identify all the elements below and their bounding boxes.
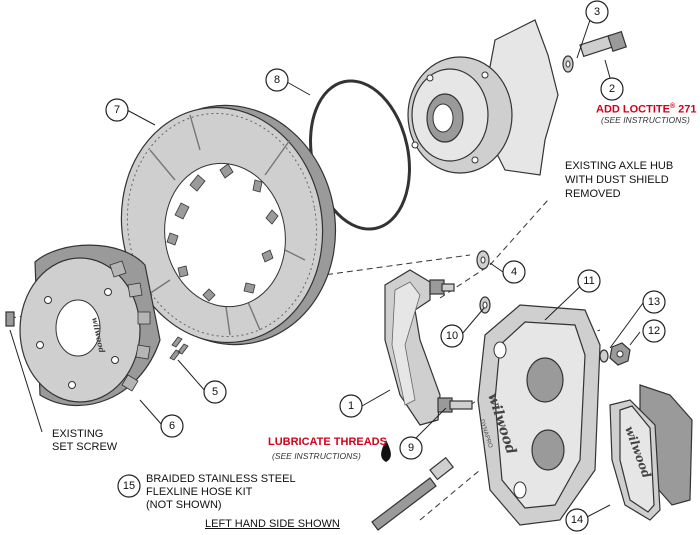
flexline-label-3: (NOT SHOWN) [146,499,222,511]
axle-hub-label-2: WITH DUST SHIELD [565,174,669,186]
svg-text:11: 11 [583,275,594,287]
lubricate-label: LUBRICATE THREADS [268,436,387,448]
brake-rotor [120,104,337,346]
callout-2: 2 [600,77,624,101]
svg-text:5: 5 [212,386,218,398]
callout-6: 6 [160,414,184,438]
svg-text:12: 12 [648,325,660,337]
brake-pads: wilwood [609,384,693,521]
rotor-hat: wilwood [19,244,161,407]
svg-text:13: 13 [648,296,660,308]
shim-upper [476,250,490,270]
caliper-nut [609,342,631,366]
caliper-bracket [384,269,441,426]
left-hand-side-label: LEFT HAND SIDE SHOWN [205,518,340,530]
callout-15: 15 [117,474,141,498]
oil-drop-icon [381,440,391,462]
leader-lines [9,19,644,519]
bracket-bolt-upper [429,279,455,295]
svg-text:8: 8 [274,74,280,86]
rotor-bolts [169,336,189,361]
callout-11: 11 [577,269,601,293]
flexline-label-1: BRAIDED STAINLESS STEEL [146,473,296,485]
svg-text:4: 4 [511,266,517,278]
callout-9: 9 [399,436,423,460]
callout-13: 13 [642,290,666,314]
callout-3: 3 [585,0,609,24]
caliper-washer [599,349,609,363]
svg-text:9: 9 [408,442,414,454]
hub-washer [562,55,574,73]
callout-14: 14 [565,508,589,532]
flexline-label-2: FLEXLINE HOSE KIT [146,486,253,498]
svg-text:1: 1 [348,400,354,412]
svg-text:10: 10 [446,330,458,342]
callout-8: 8 [265,68,289,92]
axle-hub-label-1: EXISTING AXLE HUB [565,160,674,172]
callout-1: 1 [339,394,363,418]
axle-hub-label-3: REMOVED [565,188,621,200]
axle-hub [407,19,559,176]
svg-text:14: 14 [571,514,583,526]
callout-5: 5 [203,380,227,404]
hub-bolt [579,30,628,58]
svg-text:3: 3 [594,6,600,18]
svg-text:15: 15 [123,480,135,492]
svg-text:7: 7 [114,104,120,116]
svg-text:6: 6 [169,420,175,432]
callout-4: 4 [502,260,526,284]
brake-caliper: wilwood DYNAPRO [477,304,601,526]
callout-7: 7 [105,98,129,122]
loctite-note: (SEE INSTRUCTIONS) [601,115,690,125]
svg-text:2: 2 [609,83,615,95]
set-screw-label-2: SET SCREW [52,441,118,453]
lubricate-note: (SEE INSTRUCTIONS) [272,451,361,461]
caliper-pin [371,456,454,531]
callout-12: 12 [642,319,666,343]
set-screw-label-1: EXISTING [52,428,104,440]
set-screw [5,311,15,327]
loctite-label: ADD LOCTITE® 271 [596,103,697,116]
bracket-bolt-lower [437,397,473,413]
callout-10: 10 [440,324,464,348]
